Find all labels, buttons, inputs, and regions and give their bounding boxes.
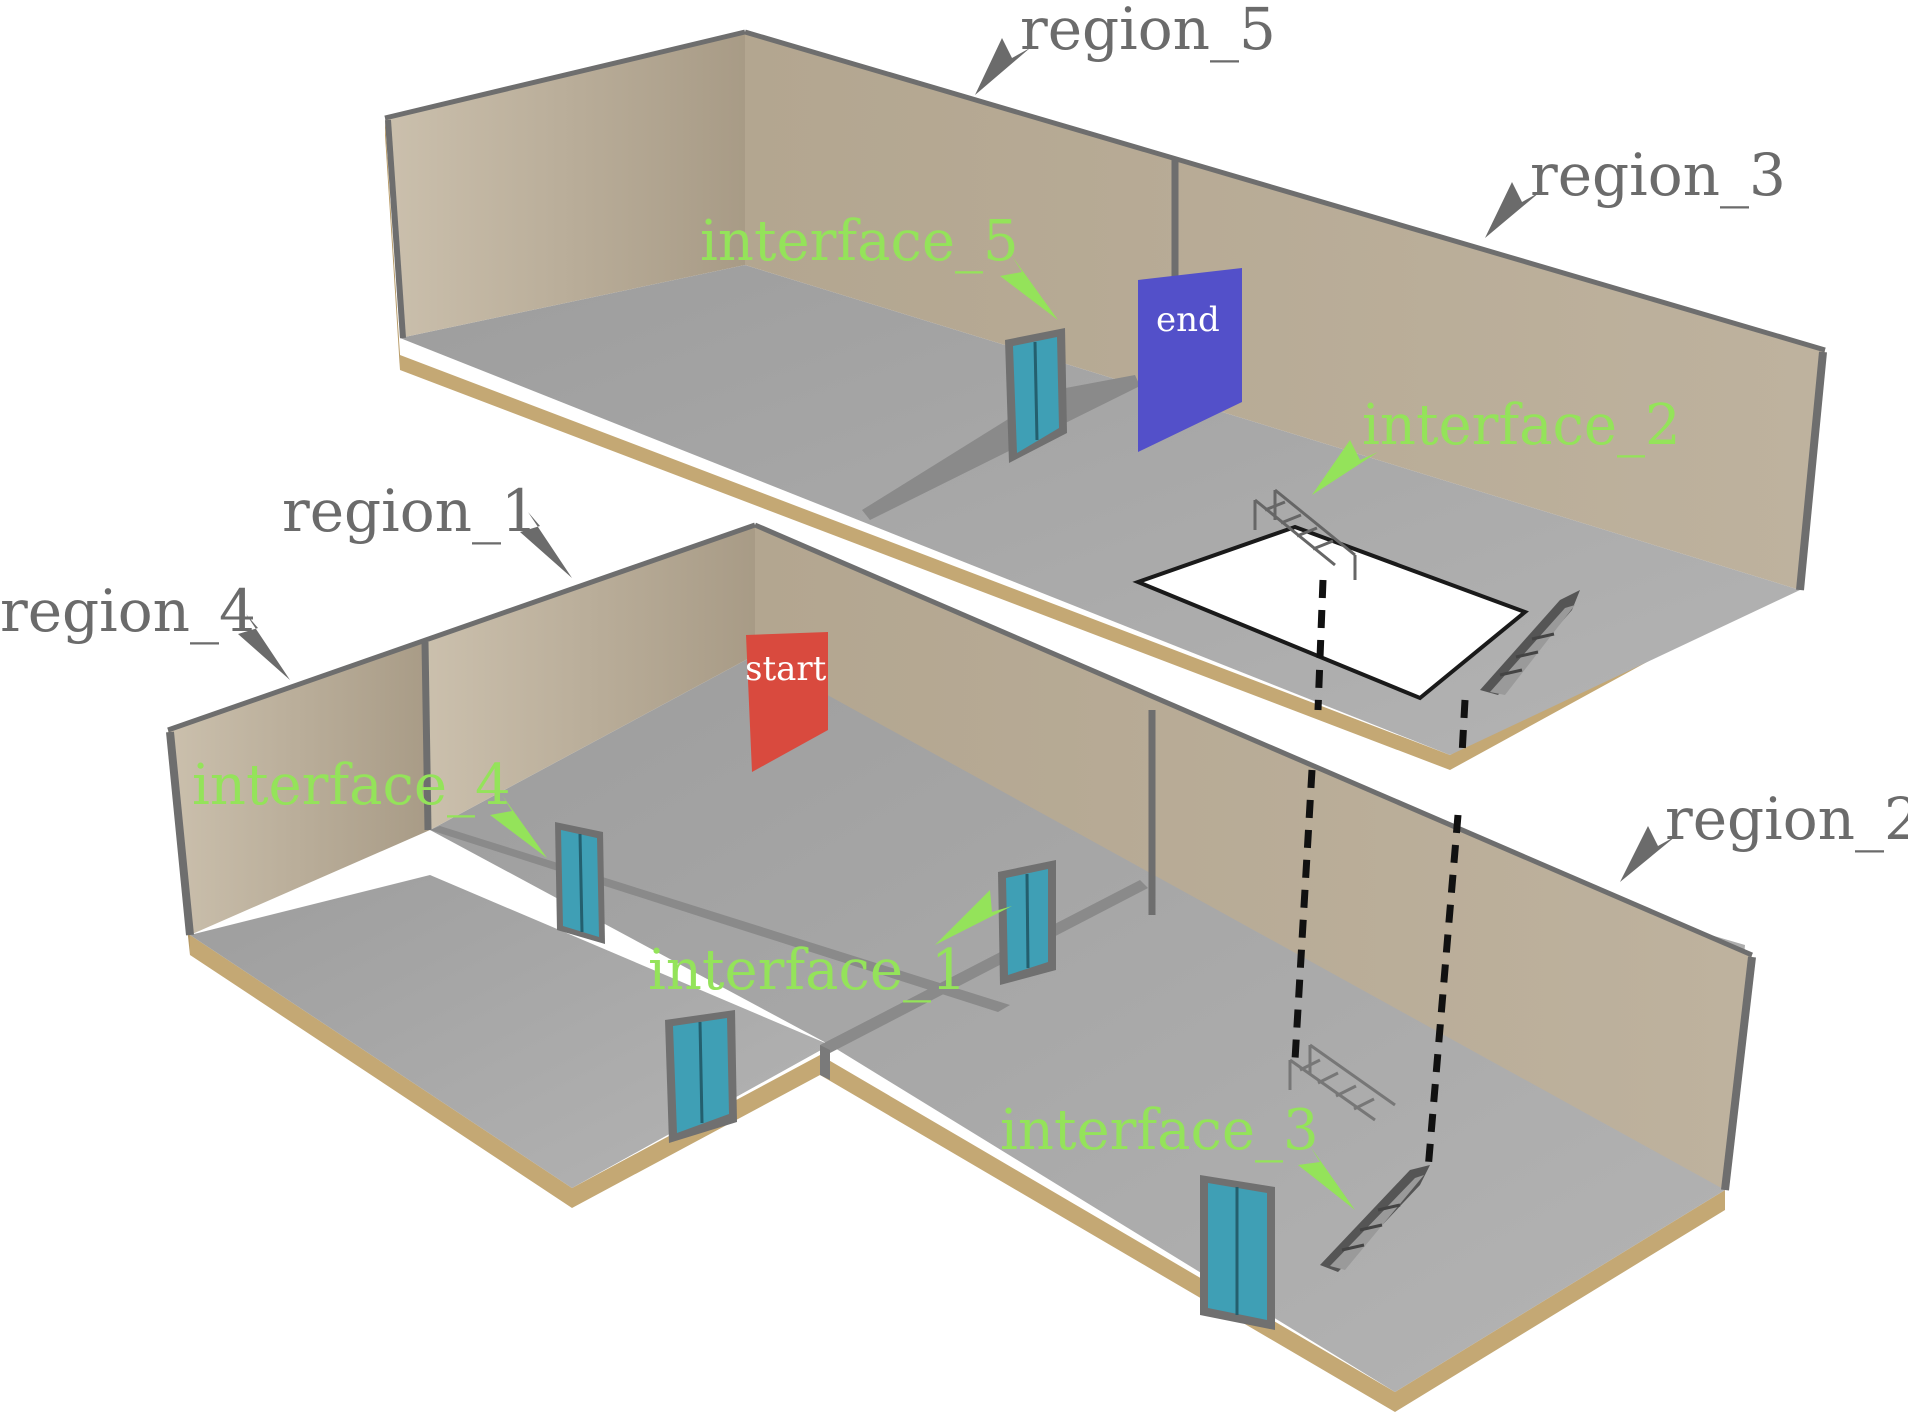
pointer-arrow-icon [975,38,1030,95]
stairs-icon [1288,1043,1396,1122]
pointer-arrow-icon [1298,1146,1355,1210]
lower-partition-3 [820,1045,830,1080]
pointer-arrow-icon [238,614,290,680]
elevator-door-region-4 [665,1010,737,1143]
flag-marker-icon [1138,268,1242,452]
stairs-icon [1253,488,1357,580]
lower-slab-front-left [190,935,820,1208]
label-region-3: region_3 [1530,141,1786,209]
pointer-arrow-icon [520,512,572,578]
pointer-arrow-icon [1312,440,1378,495]
region-pointers [238,38,1676,882]
vertical-links [1291,579,1469,1171]
start-label: start [745,649,827,689]
elevator-door-interface-1 [998,860,1056,985]
label-region-5: region_5 [1020,0,1276,63]
lower-wall-end-right [1721,956,1756,1191]
stair-link-upper [1314,579,1327,711]
elevator-door-icon [998,860,1056,985]
upper-level [384,29,1827,770]
escalator-lower [1320,1165,1430,1272]
lower-back-wall-b [425,525,755,830]
end-flag [1138,268,1242,452]
escalator-upper [1480,590,1580,695]
upper-back-wall-left [385,32,745,338]
lower-floor-main [430,655,1745,1392]
label-region-4: region_4 [0,577,256,645]
label-region-1: region_1 [282,477,538,545]
label-interface-2: interface_2 [1362,393,1681,458]
label-interface-4: interface_4 [192,753,511,818]
pointer-arrow-icon [1620,826,1676,882]
label-region-2: region_2 [1665,785,1908,853]
upper-wall-top-edge [384,29,746,121]
upper-wall-top-edge-2 [744,29,1826,353]
upper-divider-low [862,375,1140,520]
upper-wall-end-left [385,119,406,339]
floor-opening [1132,524,1529,701]
interface-pointers [490,256,1378,1210]
flag-marker-icon [746,632,828,772]
lower-level [166,522,1756,1412]
stairs-lower [1288,1043,1396,1122]
escalator-icon [1320,1165,1430,1272]
elevator-door-interface-4 [555,822,605,944]
elevator-door-interface-5 [1005,328,1067,463]
start-flag [746,632,828,772]
escalator-link-upper [1458,699,1469,756]
end-label: end [1156,300,1220,340]
elevator-door-icon [555,822,605,944]
pointer-arrow-icon [1485,182,1540,238]
lower-partition-2 [820,880,1148,1053]
upper-slab-left [385,120,400,370]
upper-wall-end-right [1796,351,1827,591]
elevator-door-icon [1005,328,1067,463]
lower-back-wall-a [168,640,430,935]
pointer-arrow-icon [935,890,1012,945]
pointer-arrow-icon [1000,256,1058,320]
lower-wall-end-left [166,731,194,936]
lower-divider-column-1 [421,641,432,831]
stairs-upper [1253,488,1357,580]
lower-back-wall-c [755,525,1752,1190]
label-interface-5: interface_5 [700,209,1019,274]
label-interface-3: interface_3 [1000,1098,1319,1163]
elevator-door-icon [1200,1175,1275,1330]
escalator-icon [1480,590,1580,695]
elevator-door-icon [665,1010,737,1143]
upper-back-wall-right [745,32,1825,590]
label-interface-1: interface_1 [648,938,967,1003]
elevator-door-region-2 [1200,1175,1275,1330]
lower-wall-top-edge-2 [754,522,1753,958]
stair-link-lower [1291,769,1316,1061]
pointer-arrow-icon [490,795,547,858]
lower-wall-top-edge-1 [167,522,756,733]
